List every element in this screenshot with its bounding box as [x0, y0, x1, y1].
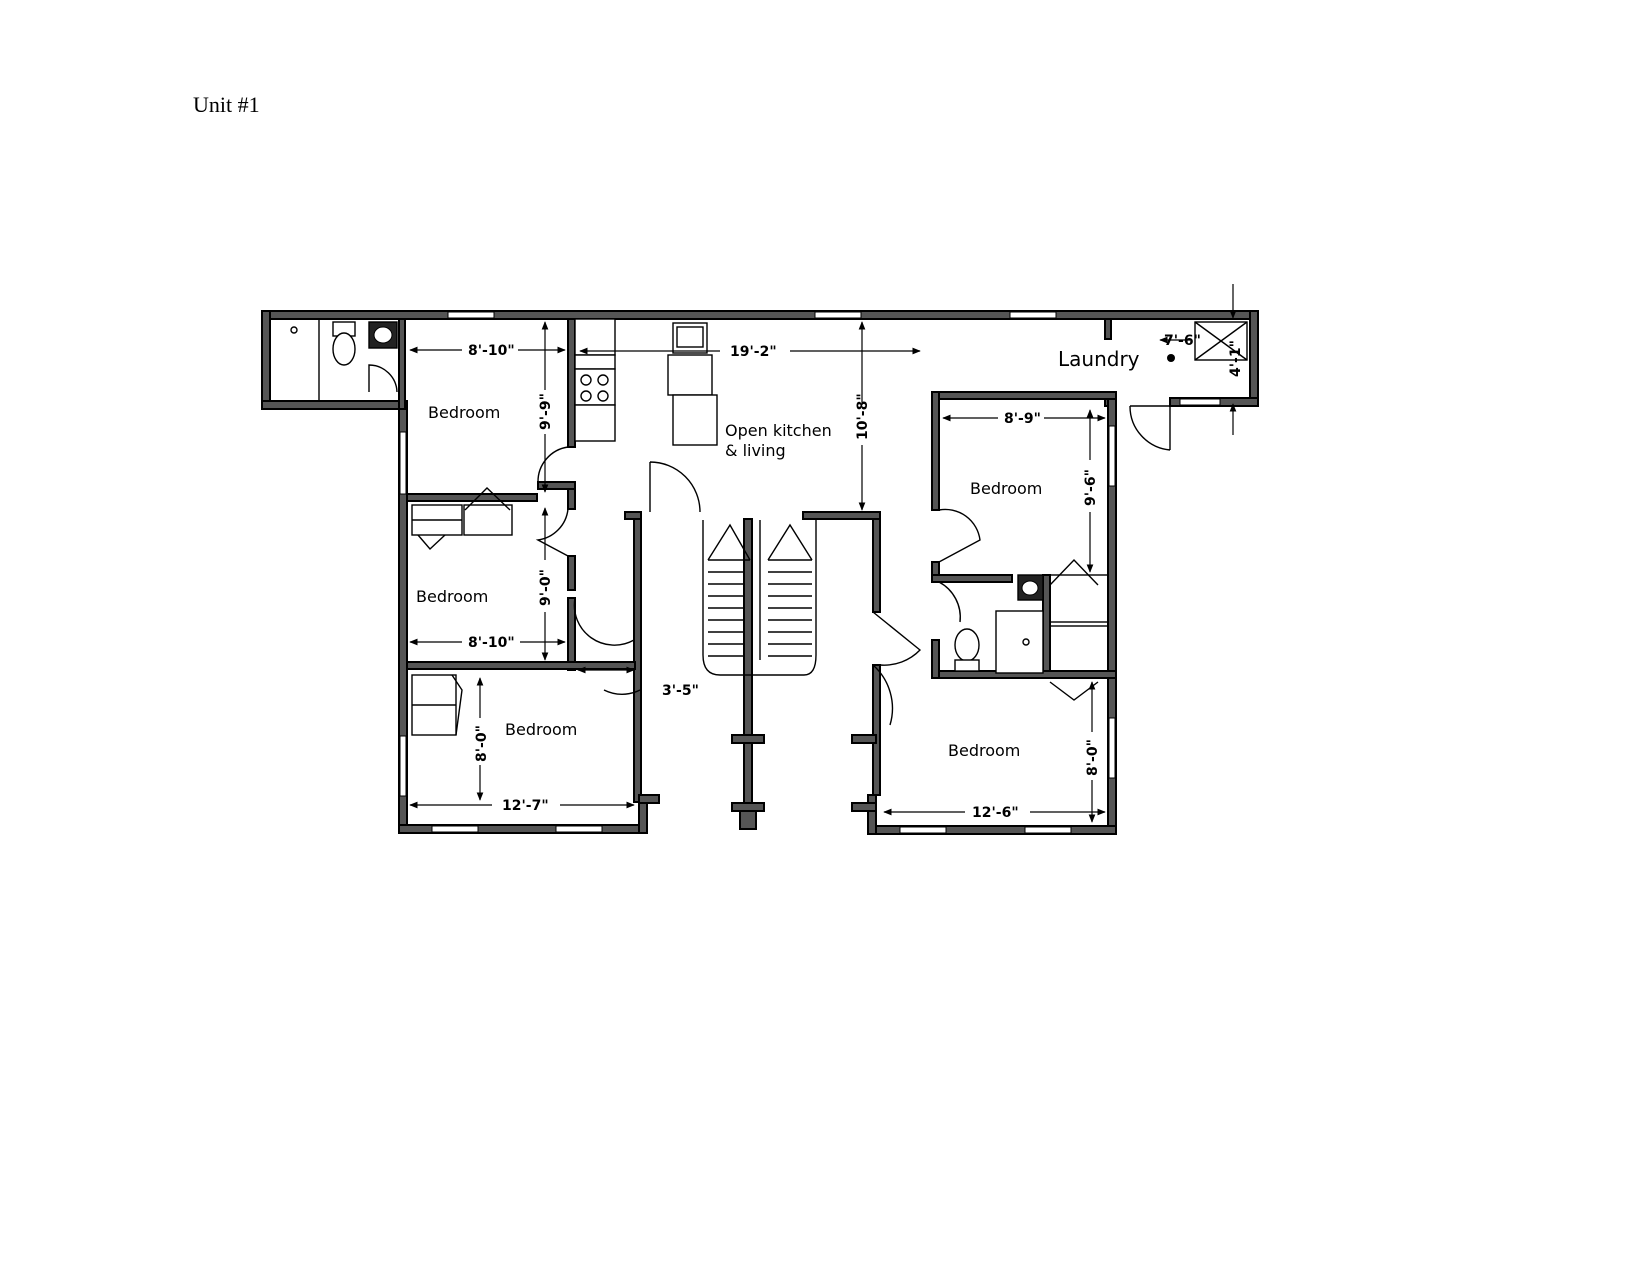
fixtures	[290, 318, 1248, 736]
dim-bedroom-4-width: 8'-9"	[1004, 411, 1041, 427]
dim-bedroom-1-depth: 9'-9"	[538, 393, 554, 430]
dim-bedroom-3-width: 12'-7"	[502, 798, 549, 814]
page-title: Unit #1	[193, 92, 260, 117]
room-label-bedroom-2: Bedroom	[416, 587, 488, 606]
dim-bedroom-5-depth: 8'-0"	[1085, 739, 1101, 776]
dim-hall-width: 3'-5"	[662, 683, 699, 699]
dim-laundry-depth: 4'-1"	[1228, 340, 1244, 377]
dim-bedroom-2-depth: 9'-0"	[538, 569, 554, 606]
staircase	[702, 520, 817, 676]
dim-bedroom-2-width: 8'-10"	[468, 635, 515, 651]
dim-bedroom-5-width: 12'-6"	[972, 805, 1019, 821]
room-label-kitchen: Open kitchen	[725, 421, 832, 440]
dim-living-depth: 10'-8"	[855, 393, 871, 440]
room-label-bedroom-5: Bedroom	[948, 741, 1020, 760]
room-label-bedroom-3: Bedroom	[505, 720, 577, 739]
doors	[368, 364, 1171, 726]
room-label-living: & living	[725, 441, 786, 460]
room-label-laundry: Laundry	[1058, 347, 1140, 371]
dim-bedroom-4-depth: 9'-6"	[1083, 469, 1099, 506]
windows	[399, 311, 1221, 834]
dim-bedroom-3-depth: 8'-0"	[474, 725, 490, 762]
room-label-bedroom-4: Bedroom	[970, 479, 1042, 498]
dim-kitchen-width: 19'-2"	[730, 344, 777, 360]
dim-laundry-width: 7'-6"	[1164, 333, 1201, 349]
dimension-lines	[409, 284, 1237, 823]
dim-bedroom-1-width: 8'-10"	[468, 343, 515, 359]
walls	[261, 310, 1259, 835]
room-label-bedroom-1: Bedroom	[428, 403, 500, 422]
